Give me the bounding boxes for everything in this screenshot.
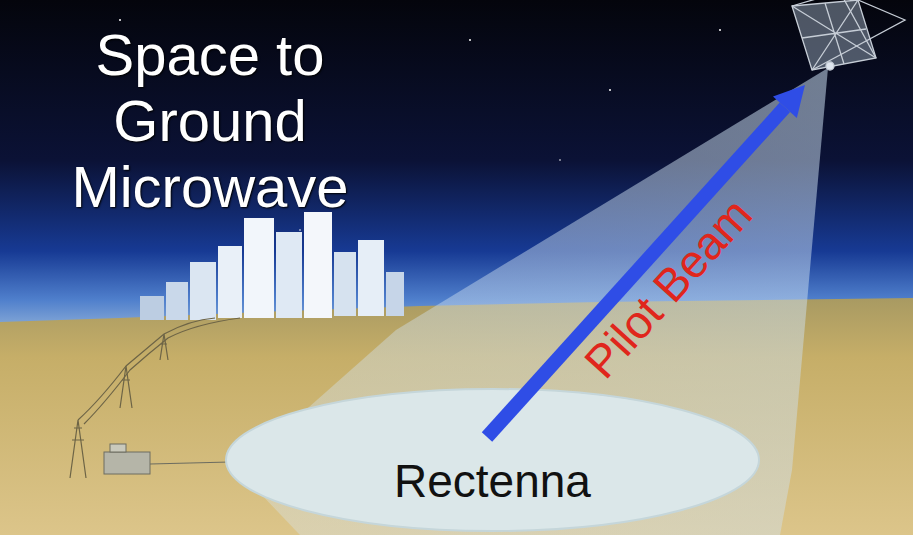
- beam-label: Pilot Beam: [573, 187, 762, 388]
- rectenna-field: Rectenna: [225, 388, 760, 532]
- arrow-head: [773, 85, 805, 118]
- converter-station: [104, 444, 230, 474]
- city-skyline: [140, 212, 404, 320]
- solar-power-satellite: [792, 0, 905, 70]
- rectenna-ellipse: [226, 389, 759, 531]
- arrow-shaft: [487, 107, 785, 437]
- diagram-title: Space to Ground Microwave: [20, 22, 400, 220]
- transmission-towers: [70, 318, 240, 478]
- node-label: Rectenna: [394, 454, 591, 508]
